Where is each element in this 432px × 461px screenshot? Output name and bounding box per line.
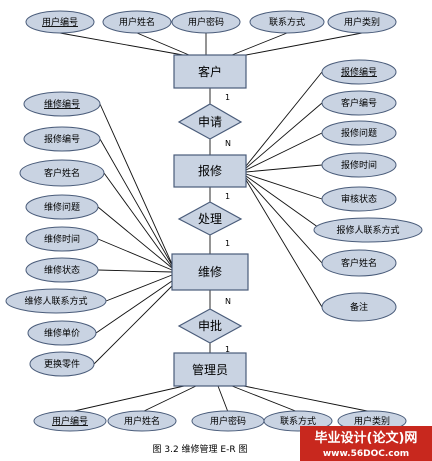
attr-maint-replaced-parts: 更换零件: [29, 351, 95, 377]
relationship-handle-label: 处理: [198, 212, 222, 226]
attr-maint-time: 维修时间: [25, 226, 99, 252]
attr-report-id-label: 报修编号: [341, 66, 377, 78]
attr-maint-issue-label: 维修问题: [44, 201, 80, 213]
entity-admin: 管理员: [173, 352, 247, 387]
attr-report-review-status-label: 审核状态: [341, 193, 377, 205]
attr-maint-technician-contact-label: 维修人联系方式: [24, 295, 87, 307]
attr-maint-unit-price-label: 维修单价: [44, 327, 80, 339]
attr-admin-user-type-label: 用户类别: [354, 415, 390, 427]
attr-maint-issue: 维修问题: [25, 194, 99, 220]
attr-report-notes: 备注: [321, 292, 397, 322]
attr-customer-user-type-label: 用户类别: [344, 16, 380, 28]
entity-customer-label: 客户: [198, 64, 222, 79]
attr-report-issue: 报修问题: [321, 120, 397, 146]
attr-admin-user-name: 用户姓名: [107, 410, 177, 432]
watermark-site-url: www.56DOC.com: [323, 449, 409, 459]
attr-admin-user-name-label: 用户姓名: [124, 415, 160, 427]
attr-admin-user-id: 用户编号: [33, 410, 107, 432]
attr-customer-user-name: 用户姓名: [102, 10, 172, 34]
attr-maint-time-label: 维修时间: [44, 233, 80, 245]
attr-customer-user-name-label: 用户姓名: [119, 16, 155, 28]
attr-report-time: 报修时间: [321, 152, 397, 178]
relationship-apply: 申请: [177, 103, 243, 140]
attr-maint-replaced-parts-label: 更换零件: [44, 358, 80, 370]
watermark-site-title: 毕业设计(论文)网: [315, 430, 418, 446]
attr-maint-customer-name-label: 客户姓名: [44, 167, 80, 179]
attr-admin-password: 用户密码: [191, 410, 265, 432]
attr-report-customer-id: 客户编号: [321, 90, 397, 116]
attr-maint-unit-price: 维修单价: [27, 320, 97, 346]
attr-report-review-status: 审核状态: [321, 186, 397, 212]
entity-repair-report: 报修: [173, 154, 247, 188]
attr-report-issue-label: 报修问题: [341, 127, 377, 139]
cardinality-approve-maintenance: N: [225, 297, 231, 306]
attr-customer-user-id-label: 用户编号: [42, 16, 78, 28]
attr-report-customer-id-label: 客户编号: [341, 97, 377, 109]
cardinality-apply-customer: 1: [225, 93, 230, 102]
attr-customer-password-label: 用户密码: [188, 16, 224, 28]
attr-maint-technician-contact: 维修人联系方式: [5, 288, 107, 314]
attr-admin-user-id-label: 用户编号: [52, 415, 88, 427]
attr-report-id: 报修编号: [321, 59, 397, 85]
attr-report-reporter-contact: 报修人联系方式: [313, 217, 423, 243]
attr-maint-status: 维修状态: [25, 257, 99, 283]
relationship-approve-label: 申批: [198, 318, 222, 333]
entity-admin-label: 管理员: [192, 362, 228, 377]
attr-report-time-label: 报修时间: [341, 159, 377, 171]
attr-admin-contact-label: 联系方式: [280, 415, 316, 427]
relationship-handle: 处理: [177, 201, 243, 236]
attr-customer-user-id: 用户编号: [25, 10, 95, 34]
attr-customer-contact-label: 联系方式: [269, 16, 305, 28]
attr-admin-password-label: 用户密码: [210, 415, 246, 427]
figure-caption: 图 3.2 维修管理 E-R 图: [153, 443, 248, 455]
cardinality-handle-maintenance: 1: [225, 239, 230, 248]
attr-report-customer-name-label: 客户姓名: [341, 257, 377, 269]
attr-maint-id-label: 维修编号: [44, 98, 80, 110]
attr-report-reporter-contact-label: 报修人联系方式: [336, 224, 399, 236]
entity-maintenance: 维修: [171, 253, 249, 291]
attr-maint-report-id: 报修编号: [23, 126, 101, 152]
relationship-approve: 申批: [177, 308, 243, 344]
entity-repair-report-label: 报修: [198, 163, 222, 178]
attr-customer-password: 用户密码: [171, 10, 241, 34]
edges: [59, 32, 373, 413]
attr-report-customer-name: 客户姓名: [321, 249, 397, 277]
cardinality-handle-report: 1: [225, 192, 230, 201]
attr-maint-id: 维修编号: [23, 91, 101, 117]
attr-maint-report-id-label: 报修编号: [44, 133, 80, 145]
attr-maint-customer-name: 客户姓名: [19, 159, 105, 187]
cardinality-apply-report: N: [225, 139, 231, 148]
attr-report-notes-label: 备注: [350, 301, 368, 313]
attr-customer-contact: 联系方式: [249, 10, 325, 34]
entity-customer: 客户: [173, 54, 247, 89]
relationship-apply-label: 申请: [198, 115, 222, 129]
attr-maint-status-label: 维修状态: [44, 264, 80, 276]
attr-customer-user-type: 用户类别: [327, 10, 397, 34]
watermark-badge: 毕业设计(论文)网 www.56DOC.com: [300, 426, 432, 461]
entity-maintenance-label: 维修: [198, 264, 222, 279]
cardinality-approve-admin: 1: [225, 345, 230, 354]
